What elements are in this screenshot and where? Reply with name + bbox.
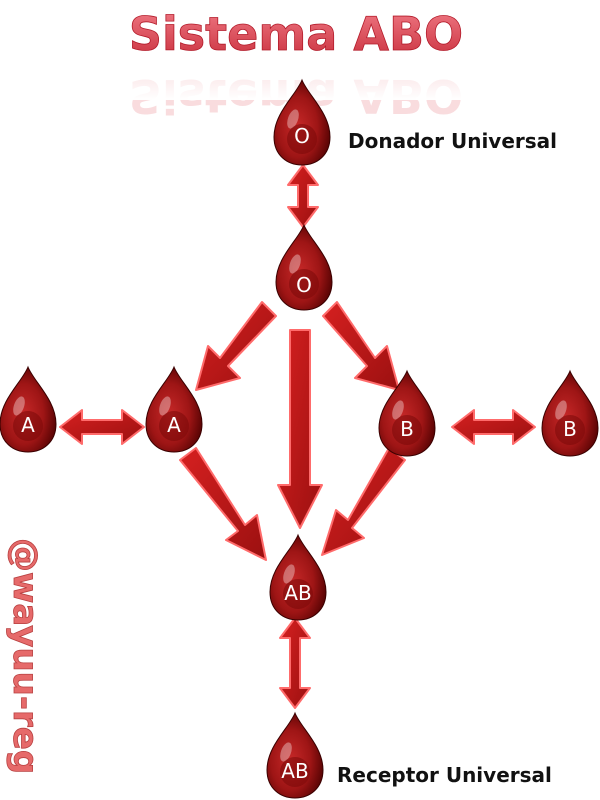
arrow-ab-mid-ab-bottom (279, 617, 311, 709)
donor-label: Donador Universal (348, 129, 557, 153)
drop-a-mid: A (145, 366, 203, 453)
drop-o-mid-label: O (296, 273, 312, 297)
arrows (59, 164, 536, 709)
arrow-o-to-a (195, 301, 277, 391)
drop-b-mid: B (378, 370, 436, 457)
drop-ab-mid-label: AB (284, 581, 311, 605)
drop-o-top-label: O (294, 124, 310, 148)
drop-ab-mid: AB (269, 534, 327, 621)
arrow-a-to-ab (179, 447, 267, 561)
receiver-label: Receptor Universal (337, 763, 552, 787)
drop-b-right-label: B (563, 417, 577, 441)
arrow-b-to-ab (321, 447, 406, 556)
drop-a-left-label: A (21, 413, 35, 437)
drop-a-mid-label: A (167, 413, 181, 437)
arrow-b-mid-b-right (451, 409, 536, 445)
watermark: @wayuu-reg (5, 538, 45, 774)
drop-b-right: B (541, 370, 599, 457)
drop-o-mid: O (275, 224, 333, 311)
drop-a-left: A (0, 366, 57, 453)
page-title: Sistema ABO (129, 7, 463, 61)
arrow-o-to-b (322, 301, 400, 391)
drop-b-mid-label: B (400, 417, 414, 441)
drop-ab-bottom-label: AB (281, 759, 308, 783)
drop-ab-bottom: AB (266, 712, 324, 799)
arrow-a-left-a-mid (59, 409, 145, 445)
drop-o-top: O (273, 79, 331, 166)
arrow-o-to-ab (277, 329, 323, 529)
arrow-o-top-o-mid (287, 164, 319, 228)
